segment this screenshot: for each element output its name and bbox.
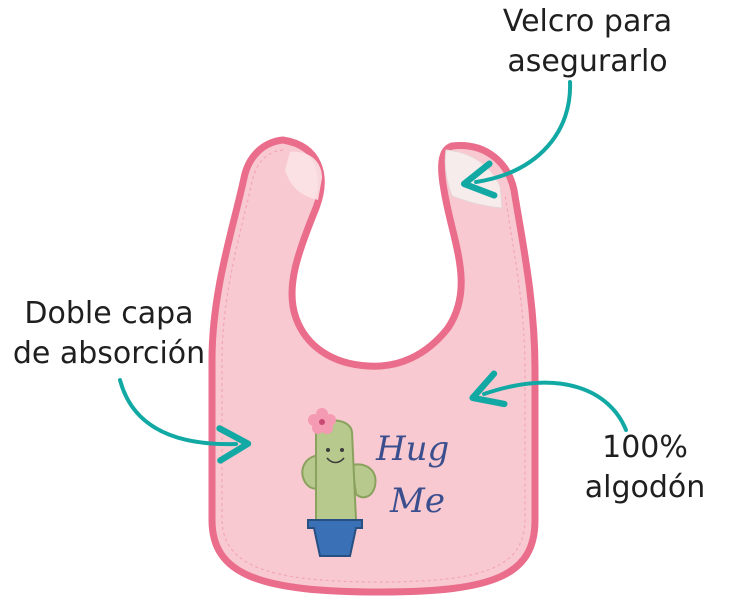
arrow-algodon xyxy=(469,370,628,432)
annotation-velcro: Velcro para asegurarlo xyxy=(470,2,705,82)
annotation-velcro-line1: Velcro para xyxy=(502,4,673,39)
annotation-velcro-line2: asegurarlo xyxy=(507,44,668,79)
baby-bib xyxy=(208,136,539,596)
annotation-algodon-line2: algodón xyxy=(584,470,706,505)
flower-icon xyxy=(308,408,336,434)
annotation-doble-capa: Doble capa de absorción xyxy=(2,294,216,374)
cactus-applique xyxy=(301,408,377,557)
annotation-doble-capa-line2: de absorción xyxy=(12,336,206,371)
pot-icon xyxy=(307,519,363,557)
arrow-velcro xyxy=(460,80,573,199)
bib-outline xyxy=(208,136,539,596)
embroidery-hug: Hug xyxy=(375,429,449,469)
bib-stitching xyxy=(221,149,526,583)
annotation-algodon: 100% algodón xyxy=(570,428,720,508)
velcro-patch-left xyxy=(285,151,322,200)
embroidery-me: Me xyxy=(389,481,445,521)
arrow-doble-capa xyxy=(118,378,252,464)
annotation-doble-capa-line1: Doble capa xyxy=(24,296,194,331)
annotation-algodon-line1: 100% xyxy=(602,430,688,465)
